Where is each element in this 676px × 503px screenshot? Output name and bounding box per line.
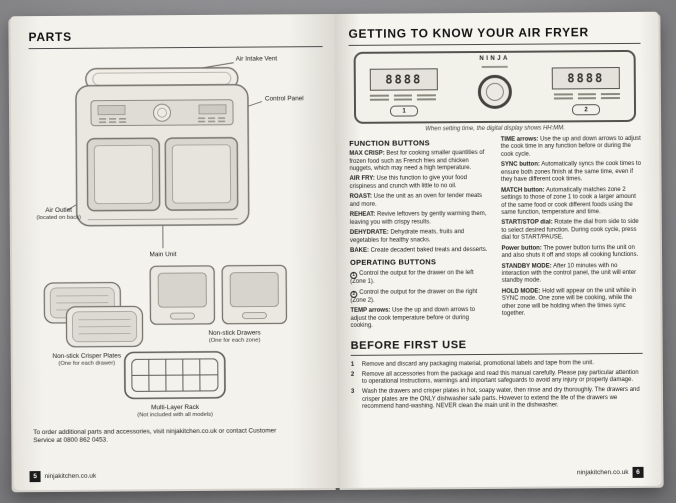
page-right: GETTING TO KNOW YOUR AIR FRYER NINJA 888…	[334, 11, 662, 488]
step-text: Wash the drawers and crisper plates in h…	[361, 387, 640, 411]
crisper-plates-label: Non-stick Crisper Plates (One for each d…	[52, 352, 122, 367]
step-number: 1	[350, 361, 355, 368]
air-intake-vent-label: Air Intake Vent	[235, 55, 278, 63]
step-text: Remove all accessories from the package …	[361, 369, 639, 386]
control-item: TIME arrows: Use the up and down arrows …	[500, 135, 641, 158]
title-rule	[28, 46, 323, 50]
step-text: Remove and discard any packaging materia…	[361, 359, 594, 368]
rack-label: Multi-Layer Rack (Not included with all …	[137, 403, 214, 419]
main-unit-label: Main Unit	[149, 251, 177, 259]
drawers-label: Non-stick Drawers (One for each zone)	[208, 329, 261, 344]
page-footer-left: 5 ninjakitchen.co.uk	[29, 471, 97, 483]
controls-text-columns: FUNCTION BUTTONS MAX CRISP: Best for coo…	[349, 136, 642, 334]
manual-booklet: PARTS	[10, 11, 662, 491]
order-note: To order additional parts and accessorie…	[33, 427, 277, 445]
control-panel-figure: NINJA 8888 8888 1 2	[353, 49, 637, 124]
left-display: 8888	[369, 68, 438, 91]
function-label-marks-left	[369, 94, 436, 101]
zone-1-circle-icon: 1	[350, 271, 358, 279]
parts-title: PARTS	[28, 29, 72, 45]
controls-right-column: TIME arrows: Use the up and down arrows …	[501, 136, 643, 333]
function-buttons-heading: FUNCTION BUTTONS	[349, 138, 430, 148]
temp-arrows-item: TEMP arrows: Use the up and down arrows …	[350, 307, 476, 330]
control-item: SYNC button: Automatically syncs the coo…	[500, 161, 641, 184]
function-label-marks-right	[553, 93, 620, 100]
step-row: 1 Remove and discard any packaging mater…	[351, 360, 643, 370]
control-item: STANDBY MODE: After 10 minutes with no i…	[501, 262, 637, 285]
step-row: 2 Remove all accessories from the packag…	[351, 370, 643, 387]
site-url: ninjakitchen.co.uk	[44, 472, 97, 481]
function-item: DEHYDRATE: Dehydrate meats, fruits and v…	[349, 229, 465, 244]
function-item: BAKE: Create decadent baked treats and d…	[349, 246, 488, 254]
control-panel-label: Control Panel	[264, 95, 304, 103]
air-outlet-label: Air Outlet (located on back)	[36, 206, 82, 222]
function-item: MAX CRISP: Best for cooking smaller quan…	[349, 150, 485, 172]
function-item: ROAST: Use the unit as an oven for tende…	[349, 193, 483, 208]
getting-to-know-title: GETTING TO KNOW YOUR AIR FRYER	[348, 25, 589, 41]
page-footer-right: ninjakitchen.co.uk 6	[576, 466, 644, 478]
step-number: 2	[350, 371, 355, 378]
right-display: 8888	[551, 67, 620, 90]
step-row: 3 Wash the drawers and crisper plates in…	[351, 387, 643, 412]
operating-buttons-heading: OPERATING BUTTONS	[350, 257, 437, 268]
site-url: ninjakitchen.co.uk	[576, 468, 629, 477]
start-stop-dial	[477, 74, 513, 110]
page-number: 5	[29, 471, 41, 483]
before-first-use-heading: BEFORE FIRST USE	[350, 338, 467, 352]
page-number: 6	[632, 466, 644, 478]
control-item: HOLD MODE: Hold will appear on the unit …	[501, 287, 637, 318]
title-rule	[348, 42, 641, 46]
controls-left-column: FUNCTION BUTTONS MAX CRISP: Best for coo…	[349, 137, 491, 334]
parts-diagram: Air Intake Vent Control Panel Air Outlet…	[29, 53, 332, 423]
control-item: START/STOP dial: Rotate the dial from si…	[501, 219, 639, 242]
air-fryer-illustration	[43, 62, 288, 400]
page-left: PARTS	[10, 14, 338, 491]
panel-caption: When setting time, the digital display s…	[425, 125, 566, 133]
function-item: AIR FRY: Use this function to give your …	[349, 175, 467, 190]
before-first-use-steps: 1 Remove and discard any packaging mater…	[351, 360, 643, 412]
zone-2-button: 2	[571, 104, 601, 116]
step-number: 3	[350, 389, 355, 396]
control-item: MATCH button: Automatically matches zone…	[501, 186, 636, 216]
zone-1-button: 1	[389, 105, 419, 117]
control-item: Power button: The power button turns the…	[501, 244, 639, 259]
dial-label-mark	[481, 65, 508, 68]
bfu-rule	[350, 352, 643, 356]
function-item: REHEAT: Revive leftovers by gently warmi…	[349, 211, 487, 226]
ninja-logo: NINJA	[479, 55, 510, 62]
zone-2-circle-icon: 2	[350, 290, 358, 298]
